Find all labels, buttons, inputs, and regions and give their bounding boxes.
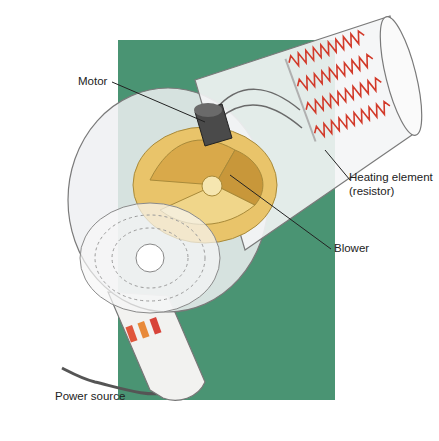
part-label: Blower: [334, 241, 404, 255]
part-label: Power source: [55, 389, 165, 403]
switch: [137, 321, 149, 338]
part-label: Heating element (resistor): [349, 170, 438, 198]
part-label: Motor: [78, 74, 138, 88]
motor: [195, 104, 232, 146]
wire: [220, 105, 302, 128]
grill-ring: [112, 228, 188, 288]
intake-grill: [80, 203, 220, 313]
switch: [149, 317, 161, 334]
coil: [313, 100, 392, 139]
heating-coils: [285, 30, 392, 142]
blower-hub: [202, 176, 222, 196]
grill-center: [136, 244, 164, 272]
leader-line: [230, 175, 331, 249]
leader-line: [325, 150, 350, 180]
grill-ring: [95, 215, 205, 301]
blower-blade: [215, 150, 263, 205]
coil-support: [285, 59, 315, 142]
nozzle-opening: [372, 13, 431, 139]
leader-line: [112, 82, 205, 122]
wire: [215, 89, 300, 110]
switch: [125, 325, 137, 342]
motor-cap: [194, 103, 222, 117]
